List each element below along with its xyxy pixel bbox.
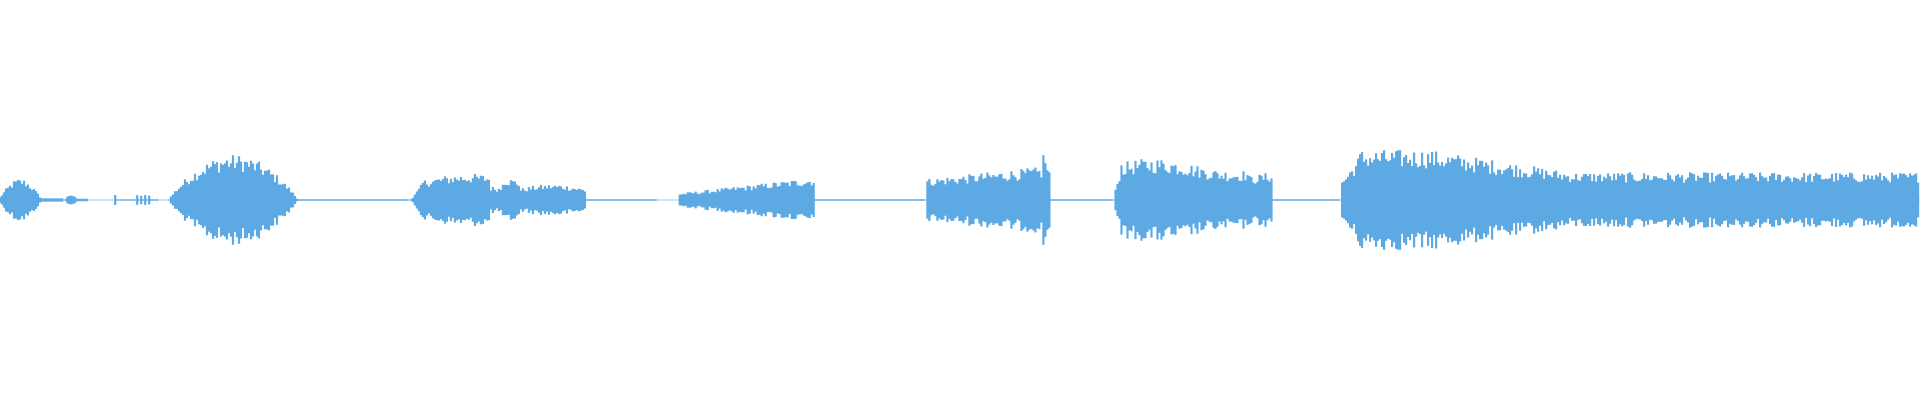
waveform-panel xyxy=(0,150,1920,250)
audio-waveform xyxy=(0,150,1920,250)
